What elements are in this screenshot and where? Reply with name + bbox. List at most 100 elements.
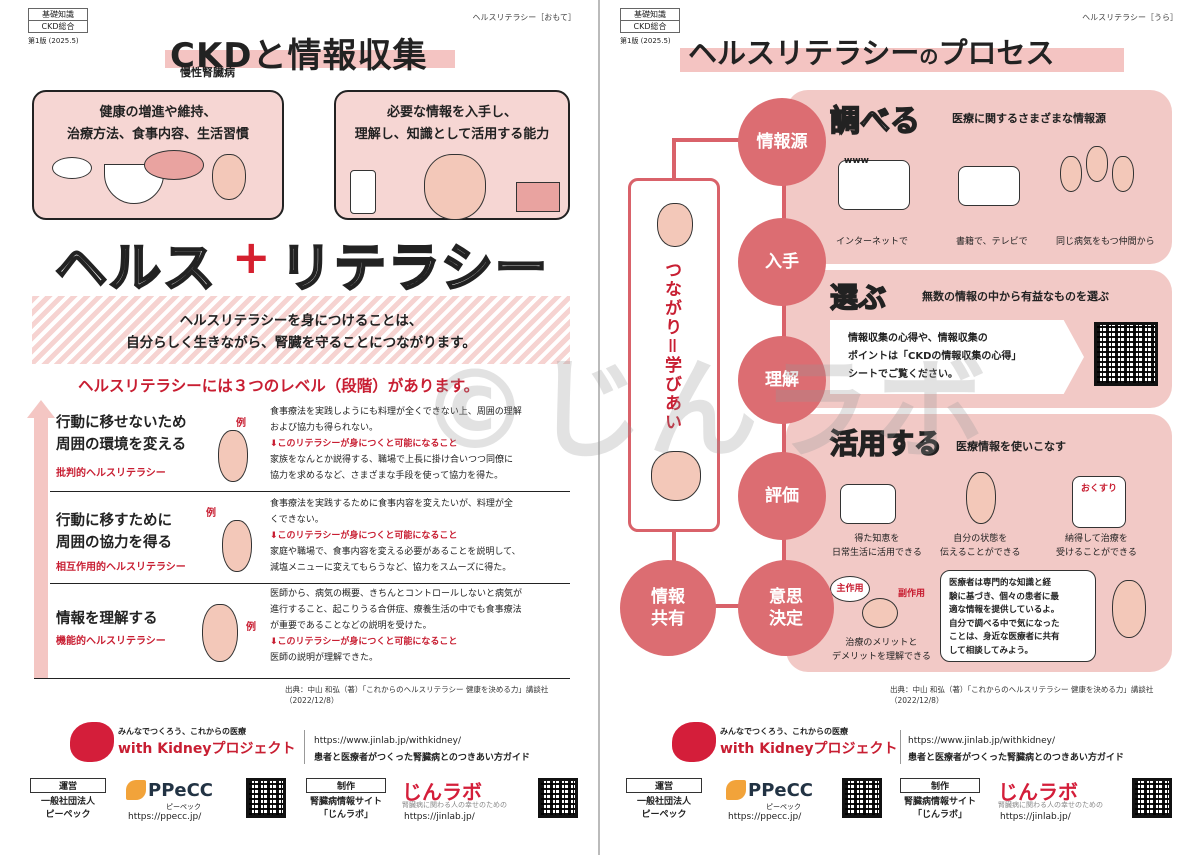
qr-code-icon[interactable] bbox=[246, 778, 286, 818]
ppecc-url[interactable]: https://ppecc.jp/ bbox=[128, 812, 202, 822]
panel-research: 調べる 医療に関するさまざまな情報源 www インターネットで 書籍で、テレビで… bbox=[786, 90, 1172, 264]
ppecc-url[interactable]: https://ppecc.jp/ bbox=[728, 812, 802, 822]
divider bbox=[900, 730, 901, 764]
org-name1: 一般社団法人 bbox=[40, 797, 95, 807]
right-page: 基礎知識 CKD総合 第1版 (2025.5) ヘルスリテラシー［うら］ ヘルス… bbox=[602, 0, 1200, 855]
level3-after1: 医師の説明が理解できた。 bbox=[270, 653, 379, 663]
down-arrow-icon: ⬇ bbox=[270, 531, 278, 541]
pill-icon bbox=[52, 157, 92, 179]
advice-note: 医療者は専門的な知識と経 験に基づき、個々の患者に最 適な情報を提供しているよ。… bbox=[940, 570, 1096, 662]
health-bubble: 健康の増進や維持、 治療方法、食事内容、生活習慣 bbox=[32, 90, 284, 220]
loop-line bbox=[672, 530, 676, 576]
node-source: 情報源 bbox=[738, 98, 826, 186]
research-desc: 医療に関するさまざまな情報源 bbox=[952, 112, 1106, 125]
qr-code-icon[interactable] bbox=[1132, 778, 1172, 818]
qr-code-icon[interactable] bbox=[538, 778, 578, 818]
kidney-character-reading bbox=[651, 451, 701, 501]
main-effect-badge: 主作用 bbox=[830, 576, 870, 602]
jinlab-url[interactable]: https://jinlab.jp/ bbox=[1000, 812, 1071, 822]
category-tag: 基礎知識 CKD総合 bbox=[620, 8, 680, 33]
level-row-functional: 情報を理解する 機能的ヘルスリテラシー 例 医師から、病気の概要、きちんとコント… bbox=[50, 584, 570, 674]
bubble1-line2: 治療方法、食事内容、生活習慣 bbox=[66, 127, 249, 142]
divider bbox=[50, 491, 570, 492]
note-line1: 医療者は専門的な知識と経 bbox=[949, 578, 1052, 588]
maker-label: 制作 bbox=[900, 778, 980, 793]
use-head: 活用する bbox=[829, 426, 943, 461]
kidney-group-icon bbox=[1112, 156, 1134, 192]
ability-bubble: 必要な情報を入手し、 理解し、知識として活用する能力 bbox=[334, 90, 570, 220]
left-page: 基礎知識 CKD総合 第1版 (2025.5) ヘルスリテラシー［おもて］ CK… bbox=[27, 0, 600, 855]
note-line3: 適な情報を提供しているよ。 bbox=[949, 605, 1060, 615]
big-word-health: ヘルス bbox=[54, 238, 218, 301]
level2-after1: 家庭や職場で、食事内容を変える必要があることを説明して、 bbox=[270, 547, 521, 557]
use-item2-b: 伝えることができる bbox=[940, 548, 1021, 558]
title-particle: の bbox=[919, 46, 939, 68]
qr-code-icon[interactable] bbox=[1094, 322, 1158, 386]
use-item2-a: 自分の状態を bbox=[953, 534, 1008, 544]
book-icon bbox=[516, 182, 560, 212]
side-label: ヘルスリテラシー［おもて］ bbox=[472, 13, 576, 22]
footer-url[interactable]: https://www.jinlab.jp/withkidney/ bbox=[908, 736, 1056, 746]
node-share: 情報 共有 bbox=[620, 560, 716, 656]
qr-code-icon[interactable] bbox=[842, 778, 882, 818]
laptop-icon bbox=[838, 160, 910, 210]
kidney-character-bowl bbox=[222, 520, 252, 572]
research-item1: インターネットで bbox=[836, 237, 909, 247]
cooking-icon bbox=[840, 484, 896, 524]
panel-use: 活用する 医療情報を使いこなす おくすり 得た知恵を 日常生活に活用できる 自分… bbox=[786, 414, 1172, 672]
level3-title1: 情報を理解する bbox=[56, 611, 158, 627]
title-part2: プロセス bbox=[938, 36, 1055, 70]
choose-head: 選ぶ bbox=[829, 280, 887, 315]
node-evaluate: 評価 bbox=[738, 452, 826, 540]
level2-title2: 周囲の協力を得る bbox=[56, 535, 172, 551]
loop-line bbox=[672, 140, 676, 180]
title-part1: ヘルスリテラシー bbox=[688, 36, 920, 70]
jinlab-sub: 腎臓病に関わる人の幸せのための bbox=[998, 801, 1103, 809]
ppecc-logo: PPeCC bbox=[748, 780, 814, 801]
note-line5: ことは、身近な医療者に共有 bbox=[949, 632, 1060, 642]
jinlab-url[interactable]: https://jinlab.jp/ bbox=[404, 812, 475, 822]
edition: 第1版 (2025.5) bbox=[28, 37, 79, 45]
choose-desc: 無数の情報の中から有益なものを選ぶ bbox=[922, 290, 1109, 303]
divider bbox=[304, 730, 305, 764]
org-name1: 一般社団法人 bbox=[636, 797, 691, 807]
divider bbox=[34, 678, 570, 679]
jinlab-logo: じんラボ bbox=[998, 780, 1078, 804]
divider bbox=[50, 583, 570, 584]
level3-arrow-text: このリテラシーが身につくと可能になること bbox=[277, 637, 458, 647]
footer-project: with Kidneyプロジェクト bbox=[720, 741, 898, 757]
kidney-group-icon bbox=[1060, 156, 1082, 192]
level-row-critical: 行動に移せないため 周囲の環境を変える 批判的ヘルスリテラシー 例 食事療法を実… bbox=[50, 400, 570, 490]
level1-example: 例 bbox=[236, 418, 246, 429]
panel-choose: 選ぶ 無数の情報の中から有益なものを選ぶ 情報収集の心得や、情報収集の ポイント… bbox=[786, 270, 1172, 408]
ppecc-mark-icon bbox=[126, 780, 146, 800]
banner-line1: ヘルスリテラシーを身につけることは、 bbox=[179, 313, 423, 329]
tag-basic: 基礎知識 bbox=[29, 9, 87, 21]
medicine-bag-icon: おくすり bbox=[1072, 476, 1126, 528]
edition: 第1版 (2025.5) bbox=[620, 37, 671, 45]
jinlab-logo: じんラボ bbox=[402, 780, 482, 804]
level2-example: 例 bbox=[206, 508, 216, 519]
footer-url[interactable]: https://www.jinlab.jp/withkidney/ bbox=[314, 736, 462, 746]
bubble2-line1: 必要な情報を入手し、 bbox=[386, 105, 517, 120]
www-label: www bbox=[844, 156, 869, 166]
level3-before2: 進行すること、起こりうる合併症、療養生活の中でも食事療法 bbox=[270, 605, 522, 615]
kidney-character-question bbox=[1112, 580, 1146, 638]
level2-before1: 食事療法を実践するために食事内容を変えたいが、料理が全 bbox=[270, 499, 513, 509]
ppecc-kana: ピーペック bbox=[766, 803, 801, 811]
research-item2: 書籍で、テレビで bbox=[956, 237, 1028, 247]
title-ruby: 慢性腎臓病 bbox=[180, 66, 235, 79]
node-understand: 理解 bbox=[738, 336, 826, 424]
level1-after2: 協力を求めるなど、さまざまな手段を使って協力を得た。 bbox=[270, 471, 504, 481]
maker-name2: 「じんラボ」 bbox=[318, 810, 373, 820]
level3-subtitle: 機能的ヘルスリテラシー bbox=[56, 636, 166, 647]
category-tag: 基礎知識 CKD総合 bbox=[28, 8, 88, 33]
choose-line2: ポイントは「CKDの情報収集の心得」 bbox=[848, 351, 1022, 362]
org-label: 運営 bbox=[626, 778, 702, 793]
down-arrow-icon: ⬇ bbox=[270, 637, 278, 647]
ppecc-mark-icon bbox=[726, 780, 746, 800]
level-row-interactive: 行動に移すために 周囲の協力を得る 相互作用的ヘルスリテラシー 例 食事療法を実… bbox=[50, 492, 570, 582]
source-note: 出典：中山 和弘（著）「これからのヘルスリテラシー 健康を決める力」講談社（20… bbox=[285, 685, 549, 705]
plus-icon: + bbox=[232, 230, 271, 284]
level-arrow-bar bbox=[34, 416, 48, 678]
